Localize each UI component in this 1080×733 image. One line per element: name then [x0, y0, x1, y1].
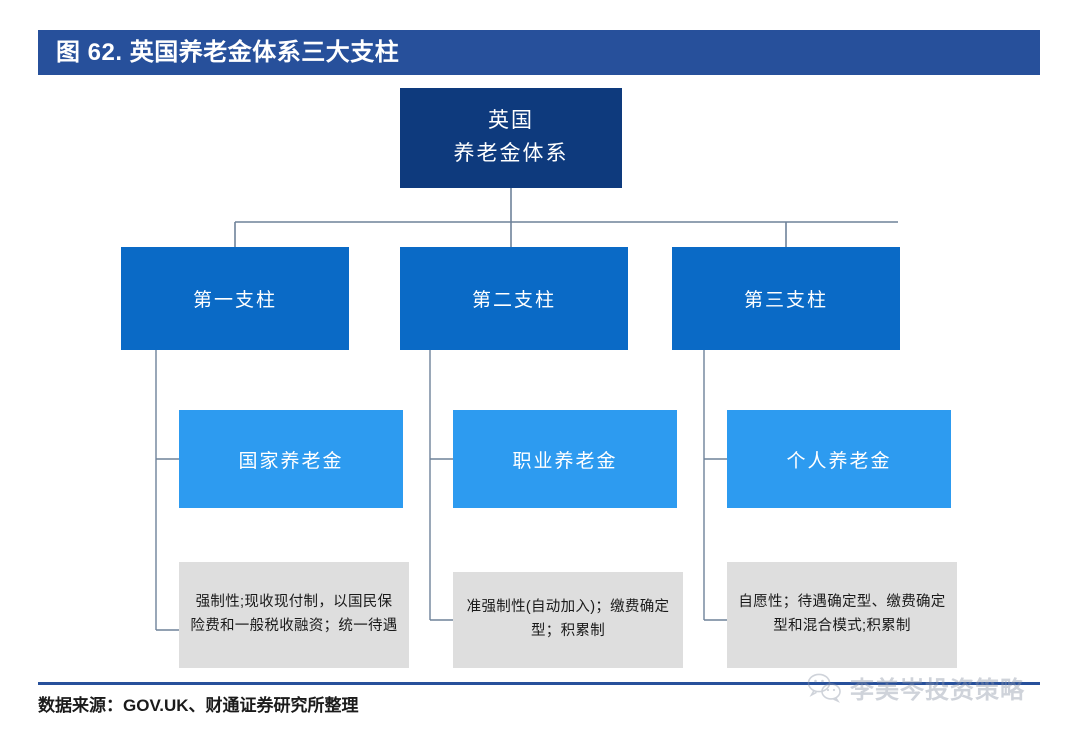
node-scheme-1: 国家养老金	[179, 410, 403, 508]
page-title: 图 62. 英国养老金体系三大支柱	[56, 39, 400, 66]
watermark: 李美岑投资策略	[806, 666, 1056, 708]
watermark-text: 李美岑投资策略	[850, 677, 1025, 704]
node-root: 英国 养老金体系	[400, 88, 622, 188]
node-scheme-2: 职业养老金	[453, 410, 677, 508]
footer-divider	[38, 682, 1040, 685]
node-scheme-3: 个人养老金	[727, 410, 951, 508]
node-note-2: 准强制性(自动加入)；缴费确定型；积累制	[453, 572, 683, 668]
data-source-text: 数据来源：GOV.UK、财通证券研究所整理	[38, 696, 359, 715]
node-note-3: 自愿性；待遇确定型、缴费确定型和混合模式;积累制	[727, 562, 957, 668]
wechat-icon	[806, 671, 844, 703]
node-pillar-3: 第三支柱	[672, 247, 900, 350]
node-pillar-1: 第一支柱	[121, 247, 349, 350]
node-root-line1: 英国	[488, 109, 534, 133]
node-note-1: 强制性;现收现付制，以国民保险费和一般税收融资；统一待遇	[179, 562, 409, 668]
figure-header-bar	[38, 30, 1040, 75]
node-root-line2: 养老金体系	[453, 142, 569, 165]
node-pillar-2: 第二支柱	[400, 247, 628, 350]
